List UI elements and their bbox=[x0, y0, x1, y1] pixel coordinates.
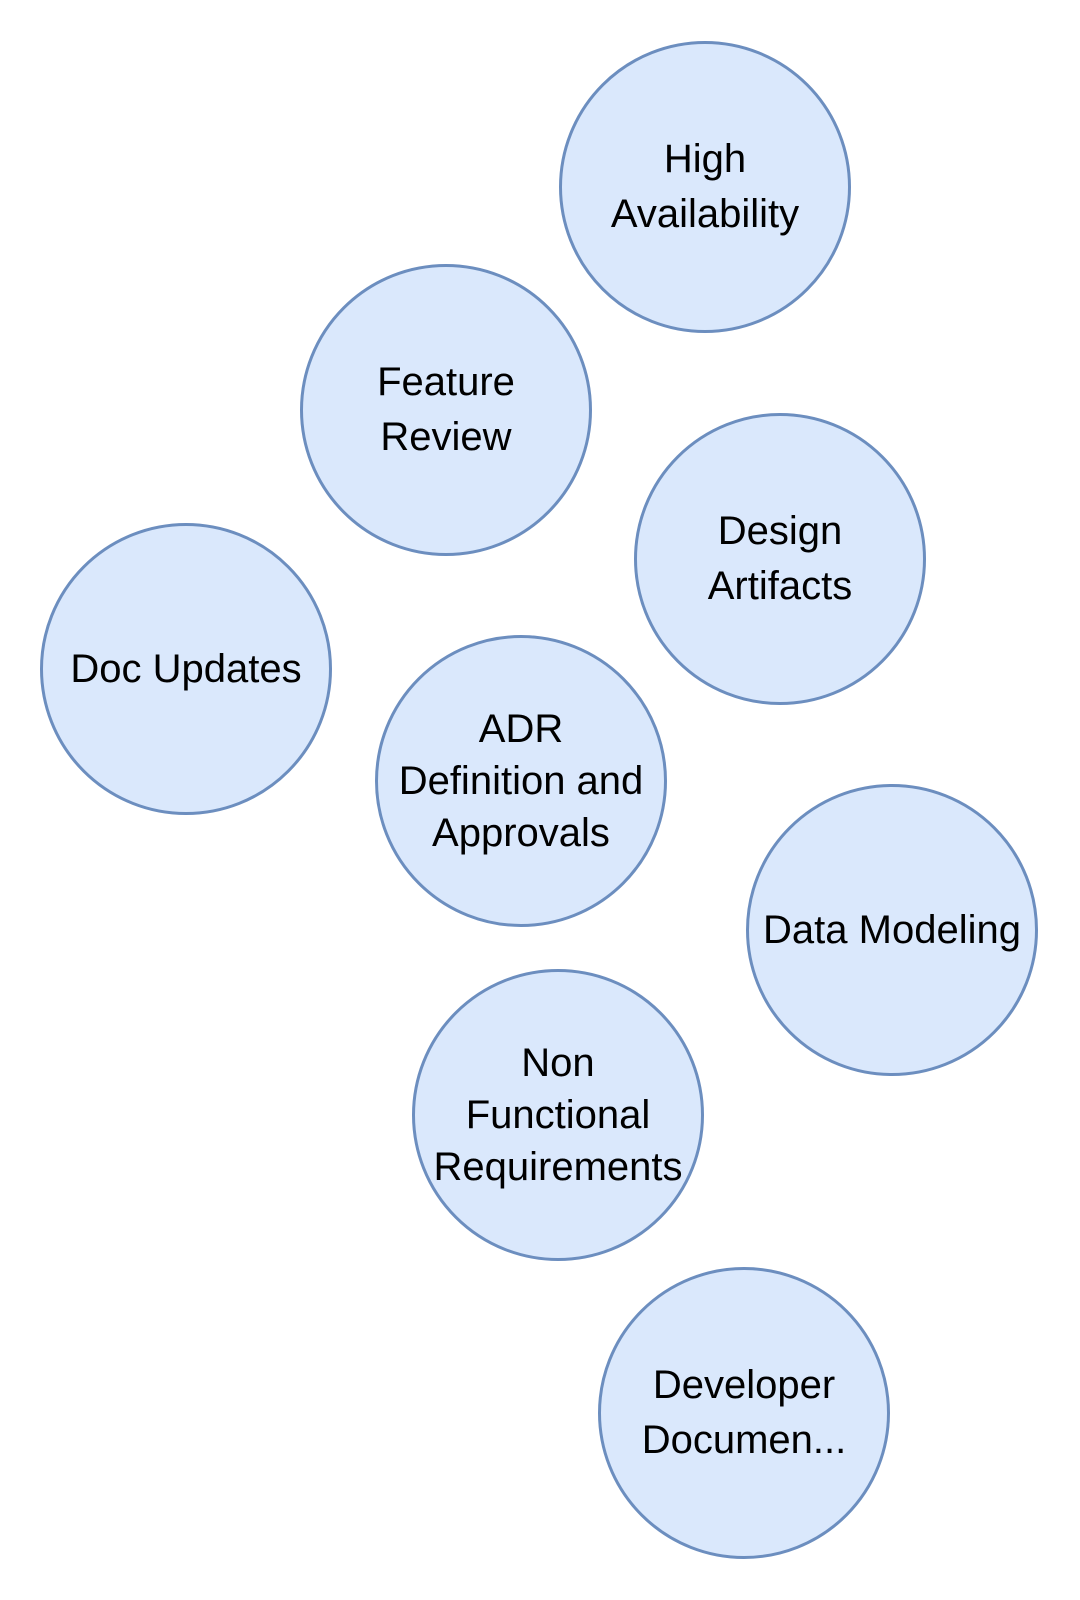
node-high-availability[interactable]: High Availability bbox=[559, 41, 851, 333]
node-label: Doc Updates bbox=[70, 646, 302, 691]
node-non-functional-requirements[interactable]: Non Functional Requirements bbox=[412, 969, 704, 1261]
node-label: Feature Review bbox=[377, 360, 515, 459]
node-label: Non Functional Requirements bbox=[433, 1041, 683, 1189]
node-design-artifacts[interactable]: Design Artifacts bbox=[634, 413, 926, 705]
node-data-modeling[interactable]: Data Modeling bbox=[746, 784, 1038, 1076]
node-adr-definition-and-approvals[interactable]: ADR Definition and Approvals bbox=[375, 635, 667, 927]
node-doc-updates[interactable]: Doc Updates bbox=[40, 523, 332, 815]
node-label: Developer Documen... bbox=[641, 1363, 847, 1462]
node-label: ADR Definition and Approvals bbox=[398, 707, 644, 855]
node-feature-review[interactable]: Feature Review bbox=[300, 264, 592, 556]
node-label: Data Modeling bbox=[763, 907, 1021, 952]
node-label: High Availability bbox=[610, 137, 800, 236]
node-developer-documentation[interactable]: Developer Documen... bbox=[598, 1267, 890, 1559]
node-label: Design Artifacts bbox=[707, 509, 853, 608]
